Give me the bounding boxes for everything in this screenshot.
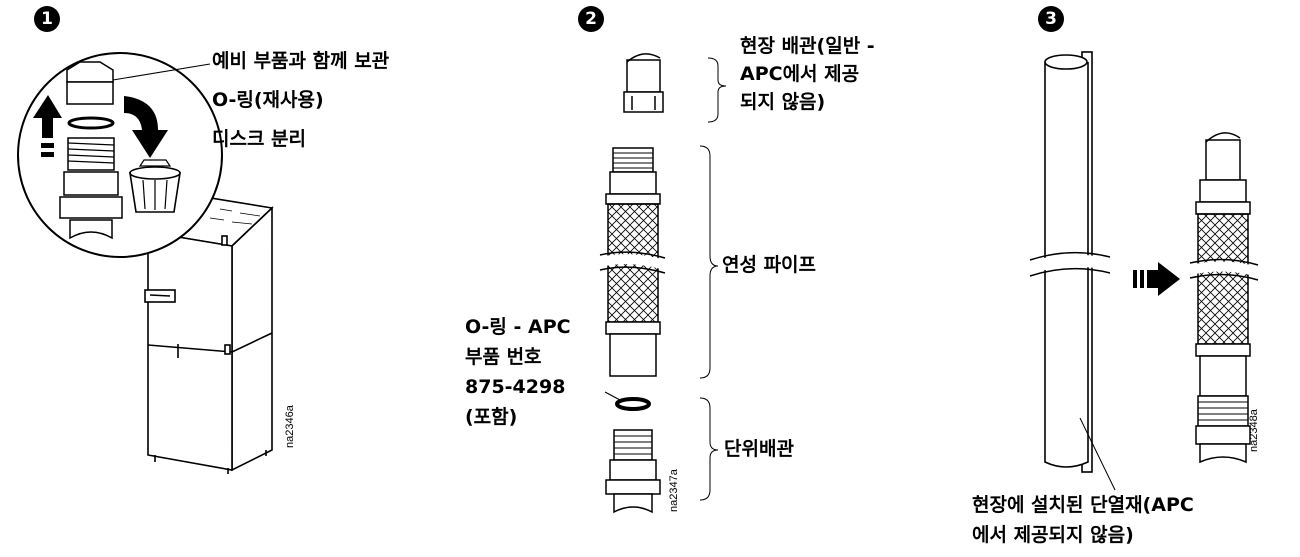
step1-labels: 예비 부품과 함께 보관 O-링(재사용) 디스크 분리 — [212, 46, 389, 155]
unit-piping-label: 단위배관 — [724, 438, 794, 460]
field-piping-line-2: APC에서 제공 — [740, 63, 860, 85]
unit-pipe-fitting — [605, 429, 661, 514]
oring-part-label: O-링 - APC 부품 번호 875-4298 (포함) — [465, 312, 571, 432]
discard-disc-label: 디스크 분리 — [212, 128, 307, 150]
insert-arrow — [1133, 262, 1180, 296]
insulation-line-1: 현장에 설치된 단열재(APC — [972, 494, 1194, 516]
figure-code-3: na2348a — [1248, 409, 1260, 452]
step-1-badge: 1 — [34, 6, 60, 32]
field-piping-line-3: 되지 않음) — [740, 91, 826, 113]
insulation-label: 현장에 설치된 단열재(APC 에서 제공되지 않음) — [972, 490, 1194, 550]
figure-code-2: na2347a — [668, 469, 680, 512]
insulation-line-2: 에서 제공되지 않음) — [972, 524, 1134, 546]
figure-code-1: na2346a — [284, 405, 296, 448]
field-piping-label: 현장 배관(일반 - APC에서 제공 되지 않음) — [740, 32, 875, 116]
oring-line-4: (포함) — [465, 406, 518, 428]
oring-line-1: O-링 - APC — [465, 316, 571, 338]
oring-part — [615, 397, 651, 411]
store-with-spares-label: 예비 부품과 함께 보관 — [212, 50, 390, 72]
step-3-badge: 3 — [1038, 6, 1064, 32]
step-2-badge: 2 — [578, 6, 604, 32]
installed-pipe — [1195, 132, 1251, 464]
oring-line-3: 875-4298 — [465, 376, 566, 398]
detail-circle — [17, 52, 223, 258]
field-pipe — [623, 53, 664, 113]
field-piping-line-1: 현장 배관(일반 - — [740, 35, 875, 57]
oring-reuse-label: O-링(재사용) — [212, 89, 324, 111]
oring-line-2: 부품 번호 — [465, 346, 542, 368]
flex-pipe-label: 연성 파이프 — [722, 254, 817, 276]
